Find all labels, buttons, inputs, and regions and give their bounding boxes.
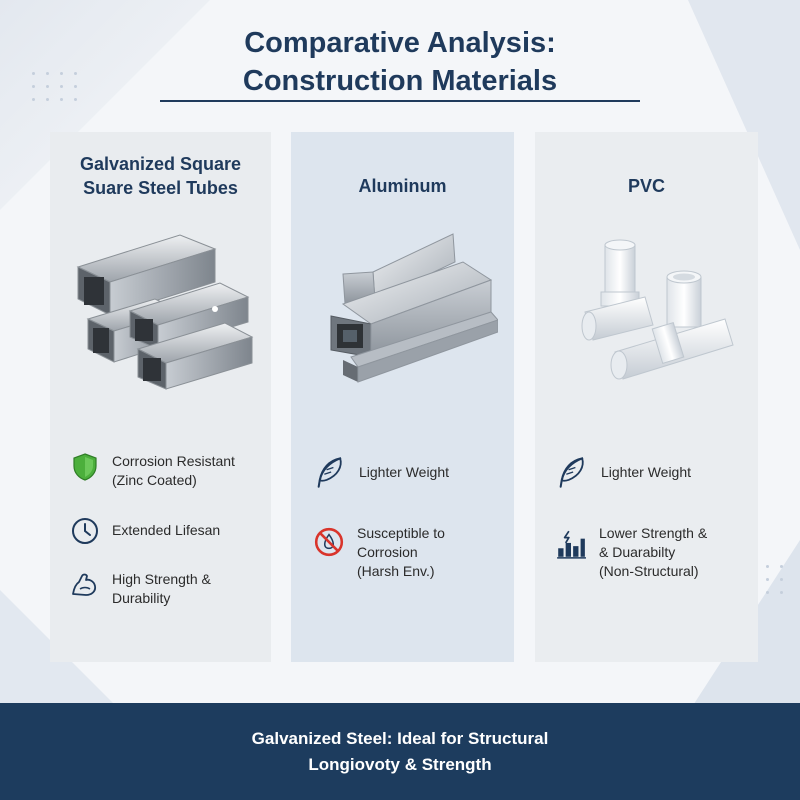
feature-text: Durability — [112, 590, 171, 606]
feather-icon — [317, 457, 342, 488]
panel-title: Galvanized Square Suare Steel Tubes — [50, 152, 271, 200]
panel-title-line: PVC — [627, 176, 665, 196]
flexed-arm-icon — [72, 573, 97, 596]
panel-aluminum: Aluminum — [291, 132, 514, 662]
feature-text: Corrosion — [357, 544, 418, 560]
aluminum-profile-image — [330, 233, 498, 383]
feature-text: Lower Strength & — [599, 525, 708, 541]
panel-title-line: Aluminum — [358, 176, 447, 196]
feature-susceptible-corrosion: Susceptible to Corrosion (Harsh Env.) — [313, 524, 445, 581]
pvc-pipes-image — [581, 239, 734, 380]
feature-text: (Non-Structural) — [599, 563, 699, 579]
title-divider — [160, 100, 640, 102]
panel-title-line: Galvanized Square — [79, 154, 242, 174]
steel-tubes-image — [76, 234, 254, 390]
feature-lighter-weight: Lighter Weight — [555, 455, 691, 489]
panel-galvanized-steel: Galvanized Square Suare Steel Tubes — [50, 132, 271, 662]
title-line-1: Comparative Analysis: — [244, 27, 556, 59]
panel-title: Aluminum — [291, 174, 514, 198]
feature-extended-lifespan: Extended Lifesan — [70, 516, 220, 546]
feature-text: High Strength & — [112, 571, 211, 587]
panel-title: PVC — [535, 174, 758, 198]
feature-text: Corrosion Resistant — [112, 453, 235, 469]
feature-text: Susceptible to — [357, 525, 445, 541]
feature-text: & Duarabilty — [599, 544, 676, 560]
shield-icon — [73, 453, 97, 481]
no-corrosion-icon — [314, 527, 344, 557]
feature-text: (Zinc Coated) — [112, 472, 197, 488]
panel-title-line: Suare Steel Tubes — [83, 178, 238, 198]
decorative-dots — [32, 72, 78, 101]
feature-high-strength: High Strength & Durability — [70, 570, 211, 608]
feather-icon — [559, 457, 584, 488]
feature-text: (Harsh Env.) — [357, 563, 435, 579]
feature-text: Extended Lifesan — [112, 522, 221, 538]
footer-banner: Galvanized Steel: Ideal for Structural L… — [0, 703, 800, 800]
feature-lower-strength: Lower Strength & & Duarabilty (Non-Struc… — [555, 524, 707, 581]
title-line-2: Construction Materials — [242, 65, 558, 97]
clock-icon — [72, 518, 98, 544]
page-title: Comparative Analysis: Construction Mater… — [0, 24, 800, 100]
broken-bar-chart-icon — [557, 530, 586, 559]
feature-text: Lighter Weight — [601, 464, 692, 480]
feature-text: Lighter Weight — [359, 464, 450, 480]
panel-pvc: PVC Lighter W — [535, 132, 758, 662]
feature-corrosion-resistant: Corrosion Resistant (Zinc Coated) — [70, 452, 235, 490]
footer-line-1: Galvanized Steel: Ideal for Structural — [251, 728, 549, 748]
footer-line-2: Longiovoty & Strength — [308, 754, 492, 774]
feature-lighter-weight: Lighter Weight — [313, 455, 449, 489]
